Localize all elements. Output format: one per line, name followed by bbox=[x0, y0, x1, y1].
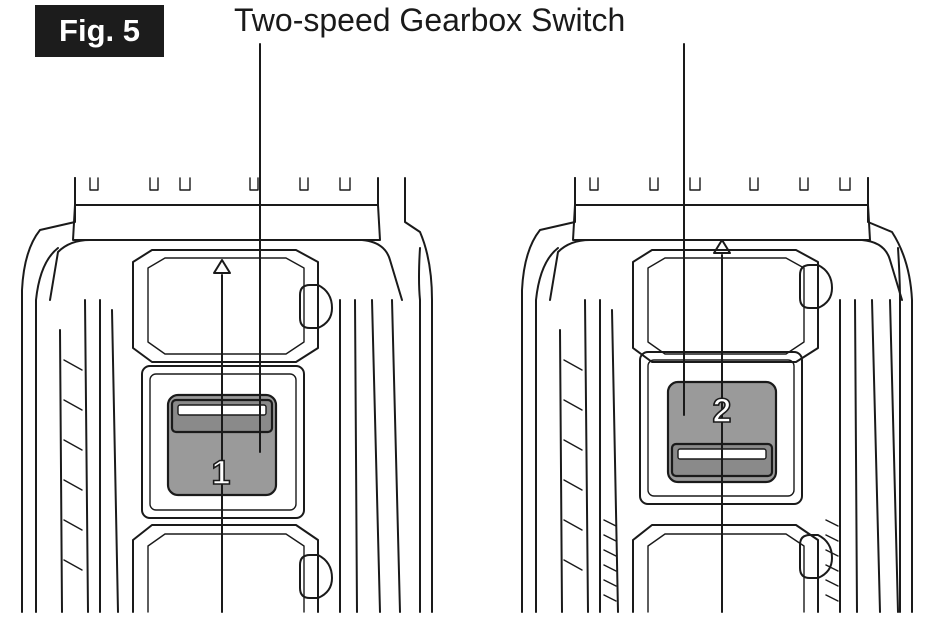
position-number-1: 1 bbox=[212, 454, 231, 492]
housing-outline-right bbox=[521, 177, 913, 613]
side-rib-left-b bbox=[559, 299, 619, 613]
bottom-vent-block-left bbox=[132, 524, 319, 613]
side-vents-left bbox=[63, 359, 83, 571]
top-vent-block-left bbox=[132, 249, 319, 363]
bottom-vent-inner-right bbox=[647, 533, 805, 613]
side-rib-right-b bbox=[839, 299, 899, 613]
side-button-left bbox=[299, 284, 333, 329]
side-rib-left-a bbox=[59, 299, 119, 613]
housing-inner-right bbox=[535, 247, 901, 613]
upper-hood-right bbox=[549, 239, 903, 301]
figure-label: Fig. 5 bbox=[59, 13, 140, 48]
housing-inner-left bbox=[35, 247, 421, 613]
top-vent-inner-right bbox=[647, 257, 805, 355]
upper-hood-left bbox=[49, 239, 403, 301]
direction-arrow-right bbox=[713, 239, 731, 254]
side-button-lower-right bbox=[799, 534, 833, 579]
housing-outline-left bbox=[21, 177, 433, 613]
tool-view-left bbox=[21, 177, 433, 613]
top-vent-inner-left bbox=[147, 257, 305, 355]
chuck-teeth-right bbox=[589, 177, 851, 191]
top-vent-block-right bbox=[632, 249, 819, 363]
side-vents-right bbox=[563, 359, 583, 571]
chuck-teeth-left bbox=[89, 177, 351, 191]
bottom-vent-block-right bbox=[632, 524, 819, 613]
figure-label-badge: Fig. 5 bbox=[35, 5, 164, 57]
side-button-lower-left bbox=[299, 554, 333, 599]
chuck-ring-left bbox=[72, 177, 381, 241]
position-number-2: 2 bbox=[713, 392, 732, 430]
tool-view-right bbox=[521, 177, 913, 613]
callout-caption: Two-speed Gearbox Switch bbox=[234, 2, 626, 38]
bottom-vent-inner-left bbox=[147, 533, 305, 613]
side-rib-right-a bbox=[339, 299, 401, 613]
chuck-ring-right bbox=[572, 177, 871, 241]
direction-arrow-left bbox=[213, 259, 231, 274]
side-button-right bbox=[799, 264, 833, 309]
